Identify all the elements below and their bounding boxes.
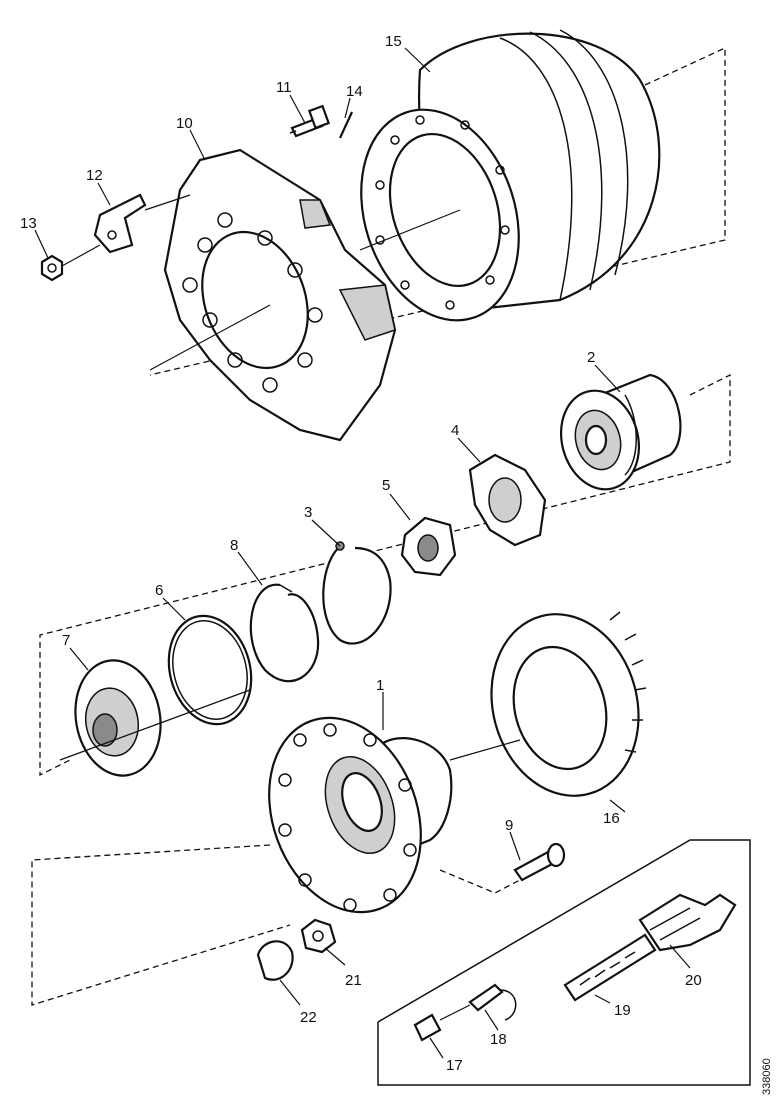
leader-lines: [34, 47, 691, 1059]
label-part-13: 13: [20, 215, 37, 232]
label-part-11: 11: [276, 79, 292, 96]
label-part-21: 21: [345, 972, 362, 989]
hex-nut: [40, 244, 101, 282]
label-part-18: 18: [490, 1031, 507, 1048]
brake-backing-plate: [149, 148, 397, 442]
nut-cover: [256, 940, 294, 981]
bolt: [289, 104, 331, 138]
bracket: [93, 193, 191, 254]
label-part-22: 22: [300, 1009, 317, 1026]
abs-sensor-kit-frame: [377, 839, 751, 1086]
bearing: [559, 373, 682, 491]
abs-sensor: [439, 983, 517, 1021]
sensor-sleeve: [563, 933, 657, 1002]
brake-drum: [359, 29, 661, 322]
axle-nut: [400, 516, 457, 577]
figure-code: 338060: [761, 1058, 773, 1095]
label-part-3: 3: [304, 504, 312, 521]
part-labels: 15 11 14 10 12 13 2 4 5 3 8 6 7 1 16 9 2…: [20, 33, 702, 1074]
label-part-10: 10: [176, 115, 193, 132]
label-part-7: 7: [62, 632, 70, 649]
label-part-8: 8: [230, 537, 238, 554]
label-part-5: 5: [382, 477, 390, 494]
label-part-15: 15: [385, 33, 402, 50]
label-part-12: 12: [86, 167, 103, 184]
label-part-9: 9: [505, 817, 513, 834]
wheel-hub: [268, 716, 521, 914]
label-part-16: 16: [603, 810, 620, 827]
label-part-1: 1: [376, 677, 384, 694]
sensor-holder: [638, 893, 737, 952]
o-ring: [167, 614, 253, 726]
wheel-stud: [513, 842, 566, 882]
abs-tone-ring: [490, 611, 647, 797]
wheel-nut: [300, 918, 337, 954]
label-part-4: 4: [451, 422, 459, 439]
label-part-20: 20: [685, 972, 702, 989]
sensor-plug: [413, 1013, 442, 1042]
label-part-19: 19: [614, 1002, 631, 1019]
hub-cap: [59, 659, 251, 777]
label-part-2: 2: [587, 349, 595, 366]
label-part-14: 14: [346, 83, 363, 100]
lock-washer: [468, 453, 547, 547]
label-part-17: 17: [446, 1057, 463, 1074]
circlip: [322, 541, 392, 645]
snap-ring: [249, 583, 320, 683]
label-part-6: 6: [155, 582, 163, 599]
pin: [339, 111, 353, 139]
